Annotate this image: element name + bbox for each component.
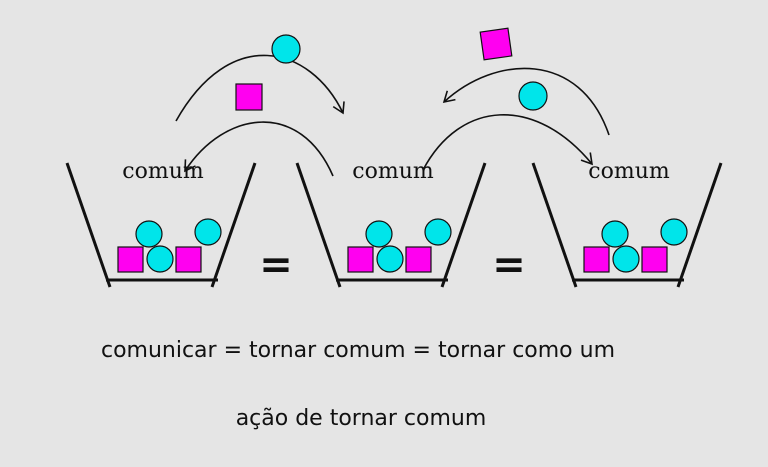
equals-sign-1: =: [259, 242, 293, 288]
circle-shape: [518, 81, 548, 111]
square-shape: [405, 246, 432, 273]
square-shape: [641, 246, 668, 273]
square-shape: [583, 246, 610, 273]
bucket-2-items: [347, 218, 452, 273]
circle-shape: [601, 220, 629, 248]
circle-shape: [376, 245, 404, 273]
circle-shape: [612, 245, 640, 273]
square-shape: [117, 246, 144, 273]
circle-shape: [424, 218, 452, 246]
equals-sign-2: =: [492, 242, 526, 288]
caption-definition: comunicar = tornar comum = tornar como u…: [100, 338, 616, 363]
bucket-3-label: comum: [588, 159, 670, 184]
circle-shape: [146, 245, 174, 273]
caption-action: ação de tornar comum: [235, 406, 487, 431]
circle-shape: [271, 34, 301, 64]
circle-shape: [135, 220, 163, 248]
square-shape: [235, 83, 263, 111]
bucket-3-items: [583, 218, 688, 273]
bucket-2-label: comum: [352, 159, 434, 184]
circle-shape: [365, 220, 393, 248]
bucket-1: [65, 162, 257, 288]
arrow-right-top-1: [175, 54, 345, 122]
bucket-2: [295, 162, 487, 288]
arrow-right-bottom-2: [422, 114, 593, 171]
square-shape: [479, 27, 513, 61]
arrow-left-bottom-1: [184, 121, 334, 177]
square-shape: [175, 246, 202, 273]
bucket-3: [531, 162, 723, 288]
square-shape: [347, 246, 374, 273]
bucket-1-items: [117, 218, 222, 273]
circle-shape: [194, 218, 222, 246]
arrow-left-top-2: [442, 67, 610, 136]
circle-shape: [660, 218, 688, 246]
